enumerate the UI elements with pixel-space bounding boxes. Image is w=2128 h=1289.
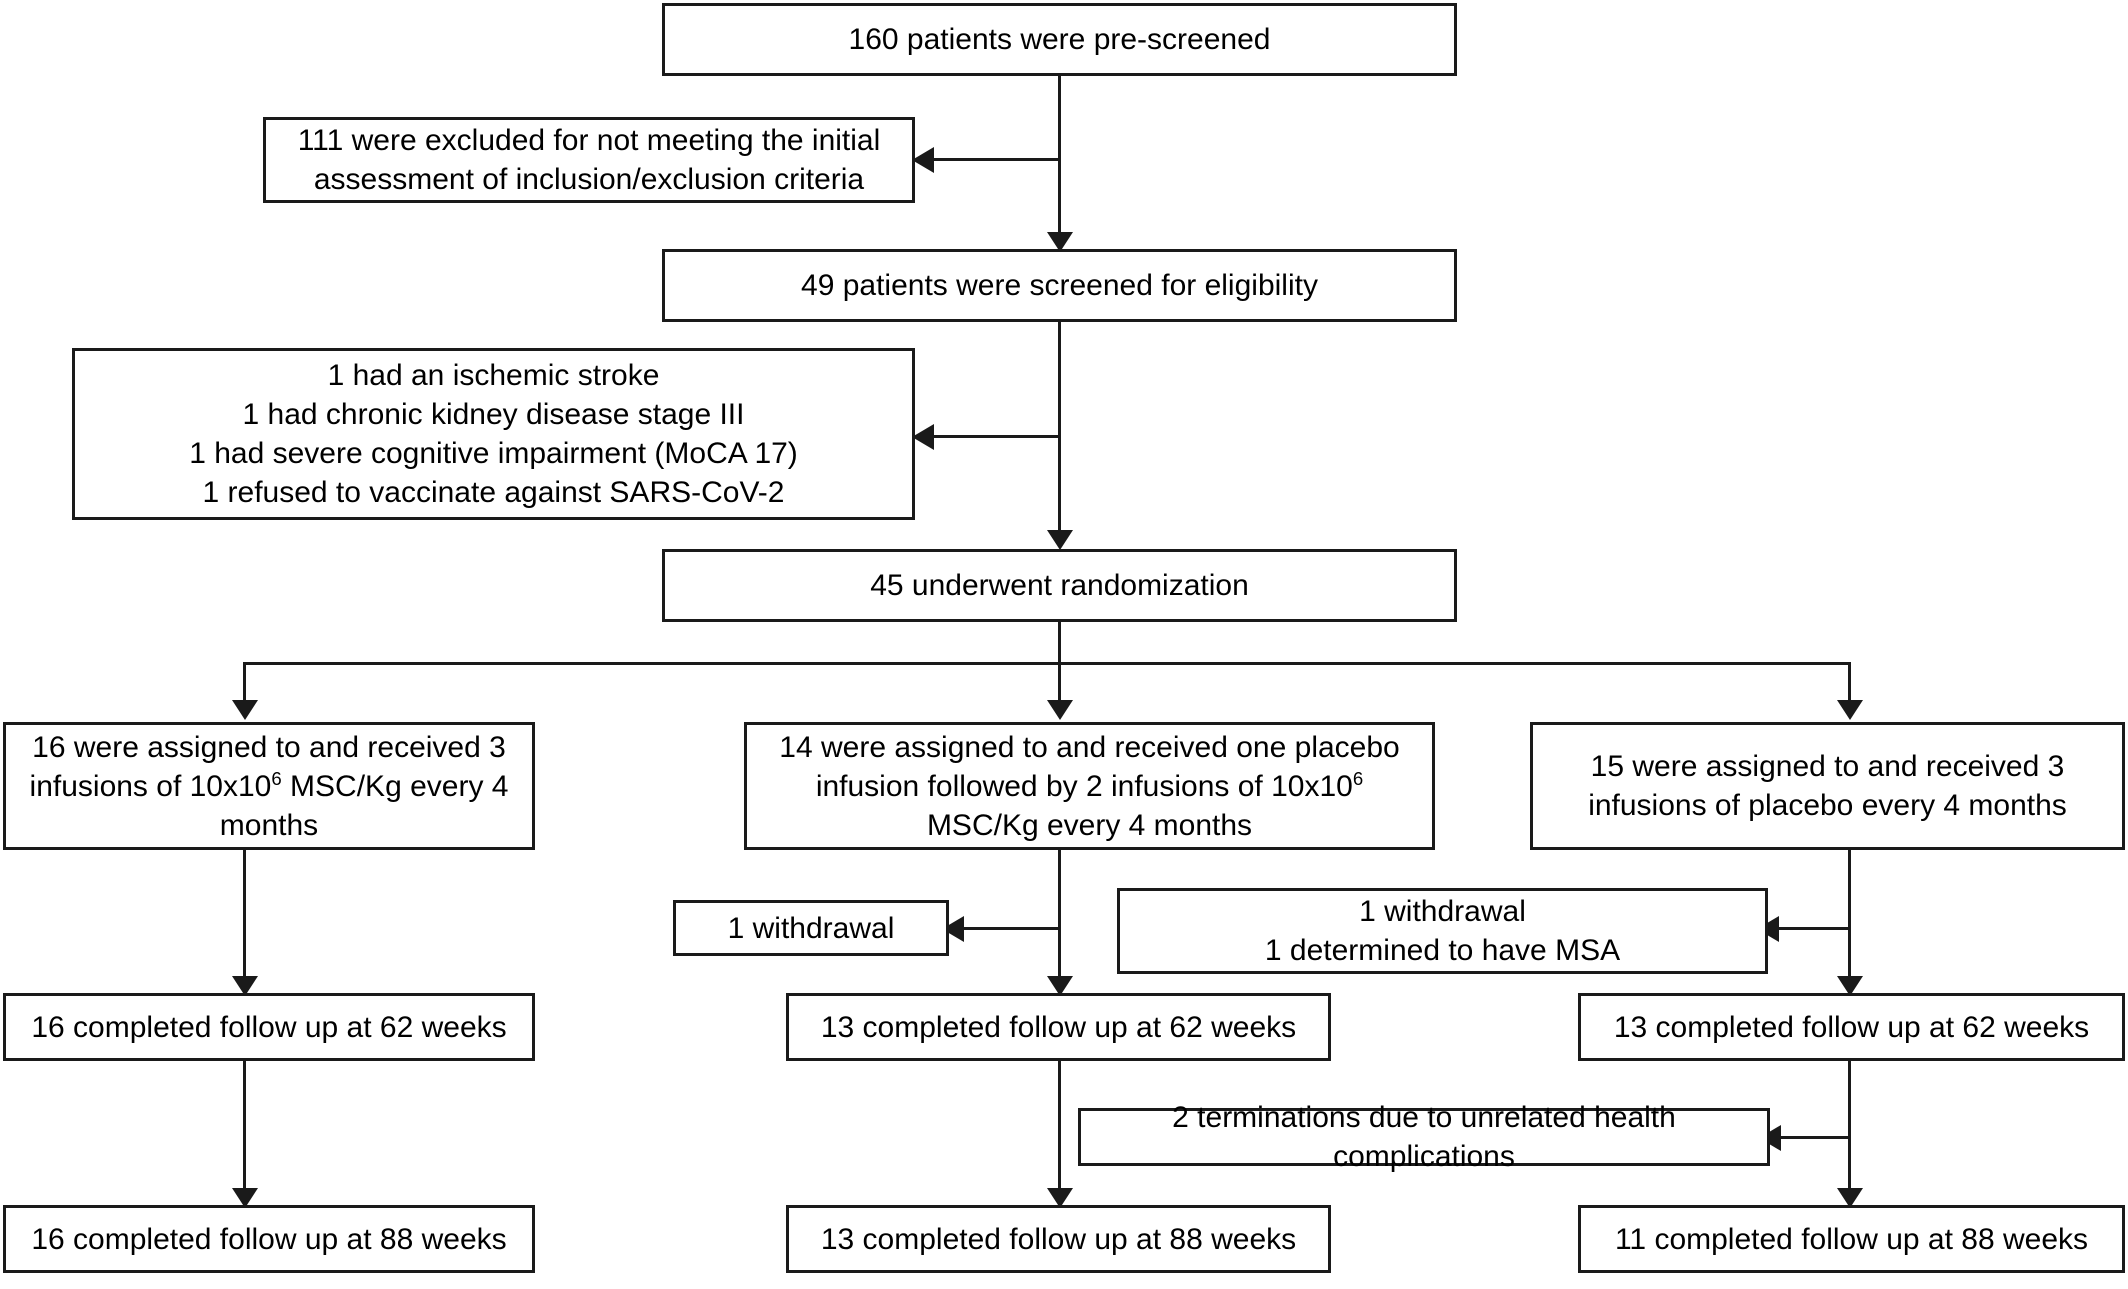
connector-fu62-middle-to-fu88 xyxy=(1058,1061,1061,1204)
node-terminations: 2 terminations due to unrelated health c… xyxy=(1078,1101,1770,1173)
node-excluded-initial-lines: 111 were excluded for not meeting the in… xyxy=(297,124,881,196)
connector-arm-right-to-fu62 xyxy=(1848,850,1851,992)
arrowhead-excluded-detail xyxy=(912,424,934,450)
node-screened-eligibility-label: 49 patients were screened for eligibilit… xyxy=(801,269,1318,302)
connector-to-excluded-detail xyxy=(925,435,1060,438)
connector-randomized-stem xyxy=(1058,622,1061,664)
node-withdrawal-right-lines: 1 withdrawal 1 determined to have MSA xyxy=(1264,895,1621,967)
arrowhead-arm-right xyxy=(1837,700,1863,720)
node-withdrawal-right: 1 withdrawal 1 determined to have MSA xyxy=(1117,888,1768,974)
arrowhead-fu62-left xyxy=(232,976,258,996)
arrowhead-fu62-right xyxy=(1837,976,1863,996)
arrowhead-excluded-initial xyxy=(912,147,934,173)
node-followup88-middle-label: 13 completed follow up at 88 weeks xyxy=(820,1222,1297,1256)
node-arm-left: 16 were assigned to and received 3 infus… xyxy=(3,722,535,850)
node-pre-screened: 160 patients were pre-screened xyxy=(662,3,1457,76)
connector-arm-middle-to-fu62 xyxy=(1058,850,1061,992)
connector-to-arm-middle xyxy=(1058,662,1061,716)
node-followup62-right-label: 13 completed follow up at 62 weeks xyxy=(1613,1010,2090,1044)
arrowhead-to-screened xyxy=(1047,232,1073,252)
node-arm-right-lines: 15 were assigned to and received 3 infus… xyxy=(1588,750,2067,822)
node-followup62-middle-label: 13 completed follow up at 62 weeks xyxy=(820,1010,1297,1044)
connector-three-way-distributor xyxy=(243,662,1851,665)
node-screened-eligibility: 49 patients were screened for eligibilit… xyxy=(662,249,1457,322)
arrowhead-fu88-middle xyxy=(1047,1188,1073,1208)
arrowhead-fu88-right xyxy=(1837,1188,1863,1208)
node-excluded-detail: 1 had an ischemic stroke 1 had chronic k… xyxy=(72,348,915,520)
node-followup88-left: 16 completed follow up at 88 weeks xyxy=(3,1205,535,1273)
node-followup62-left-label: 16 completed follow up at 62 weeks xyxy=(31,1010,507,1044)
node-followup88-right-label: 11 completed follow up at 88 weeks xyxy=(1614,1222,2089,1256)
connector-prescreened-to-screened xyxy=(1058,76,1061,248)
node-arm-middle: 14 were assigned to and received one pla… xyxy=(744,722,1435,850)
node-withdrawal-middle-label: 1 withdrawal xyxy=(727,911,895,945)
node-randomized: 45 underwent randomization xyxy=(662,549,1457,622)
node-arm-middle-lines: 14 were assigned to and received one pla… xyxy=(779,730,1400,842)
arrowhead-fu88-left xyxy=(232,1188,258,1208)
node-followup88-left-label: 16 completed follow up at 88 weeks xyxy=(31,1222,507,1256)
node-randomized-label: 45 underwent randomization xyxy=(870,569,1249,602)
connector-to-withdrawal-right xyxy=(1770,927,1850,930)
arrowhead-to-randomized xyxy=(1047,530,1073,550)
connector-to-arm-left xyxy=(243,662,246,716)
node-excluded-detail-lines: 1 had an ischemic stroke 1 had chronic k… xyxy=(189,359,798,509)
node-excluded-initial: 111 were excluded for not meeting the in… xyxy=(263,117,915,203)
node-arm-right: 15 were assigned to and received 3 infus… xyxy=(1530,722,2125,850)
node-followup62-middle: 13 completed follow up at 62 weeks xyxy=(786,993,1331,1061)
connector-to-excluded-initial xyxy=(925,158,1060,161)
node-withdrawal-middle: 1 withdrawal xyxy=(673,900,949,956)
arrowhead-fu62-middle xyxy=(1047,976,1073,996)
connector-fu62-left-to-fu88 xyxy=(243,1061,246,1204)
node-terminations-label: 2 terminations due to unrelated health c… xyxy=(1172,1101,1676,1173)
node-pre-screened-label: 160 patients were pre-screened xyxy=(848,23,1271,56)
connector-to-arm-right xyxy=(1848,662,1851,716)
connector-arm-left-to-fu62 xyxy=(243,850,246,992)
connector-fu62-right-to-fu88 xyxy=(1848,1061,1851,1204)
connector-screened-to-randomized xyxy=(1058,322,1061,546)
connector-to-withdrawal-middle xyxy=(955,927,1060,930)
node-followup62-left: 16 completed follow up at 62 weeks xyxy=(3,993,535,1061)
node-followup88-middle: 13 completed follow up at 88 weeks xyxy=(786,1205,1331,1273)
arrowhead-arm-left xyxy=(232,700,258,720)
node-followup62-right: 13 completed follow up at 62 weeks xyxy=(1578,993,2125,1061)
node-followup88-right: 11 completed follow up at 88 weeks xyxy=(1578,1205,2125,1273)
arrowhead-arm-middle xyxy=(1047,700,1073,720)
node-arm-left-lines: 16 were assigned to and received 3 infus… xyxy=(29,730,509,842)
connector-to-terminations xyxy=(1772,1136,1850,1139)
